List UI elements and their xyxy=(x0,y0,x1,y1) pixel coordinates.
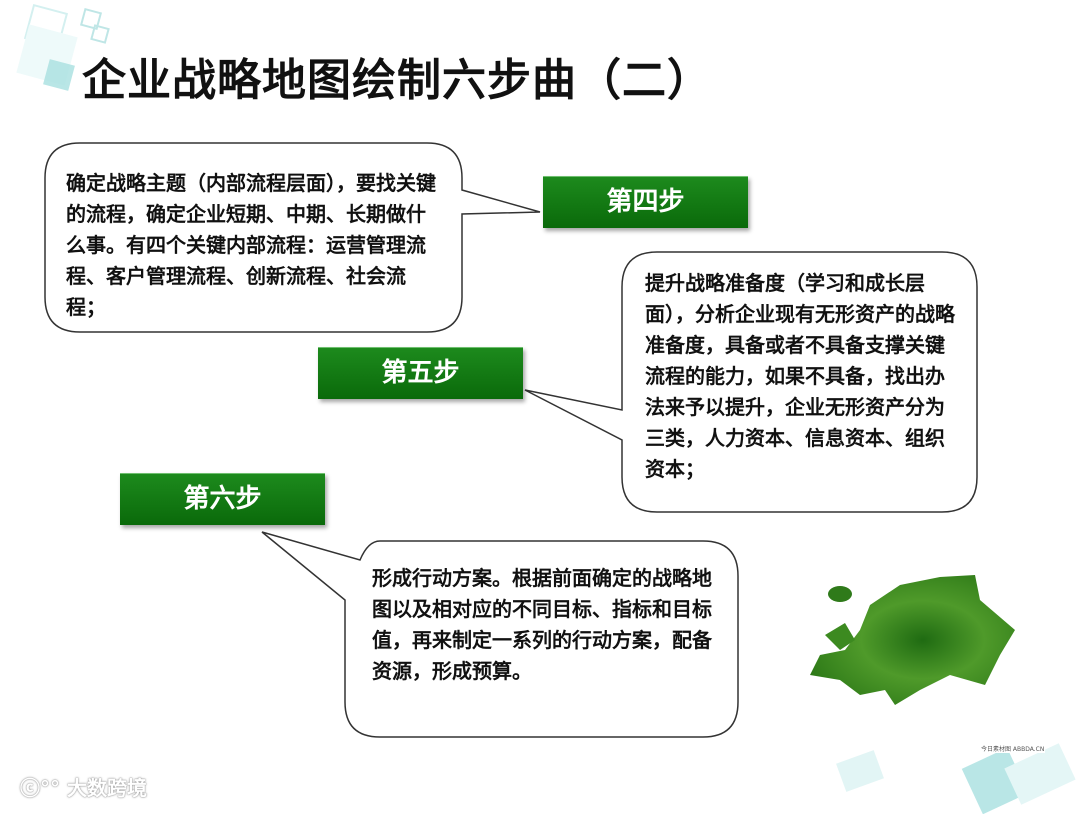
logo-100-icon: ⓒ°° xyxy=(20,776,67,800)
step4-label: 第四步 xyxy=(543,176,748,228)
step6-label: 第六步 xyxy=(120,473,325,525)
bubble-step4-shape xyxy=(44,142,541,333)
bubble-step6-shape xyxy=(261,531,739,738)
decorative-squares-bottom xyxy=(830,743,1080,814)
page-title: 企业战略地图绘制六步曲（二） xyxy=(82,55,712,106)
bubble-step4-text: 确定战略主题（内部流程层面），要找关键的流程，确定企业短期、中期、长期做什么事。… xyxy=(66,171,436,319)
step5-label: 第五步 xyxy=(318,347,523,399)
image-credit: 今日素材图 ABBDA.CN xyxy=(980,744,1046,753)
europe-map-image xyxy=(810,575,1015,705)
bubble-step5-text: 提升战略准备度（学习和成长层面），分析企业现有无形资产的战略准备度，具备或者不具… xyxy=(645,271,955,481)
bubble-step6-text: 形成行动方案。根据前面确定的战略地图以及相对应的不同目标、指标和目标值，再来制定… xyxy=(372,566,712,683)
bubble-step5-shape xyxy=(524,251,978,513)
watermark-logo-text: ⓒ°° 大数跨境 xyxy=(20,772,147,801)
watermark-text: 大数跨境 xyxy=(66,776,147,800)
